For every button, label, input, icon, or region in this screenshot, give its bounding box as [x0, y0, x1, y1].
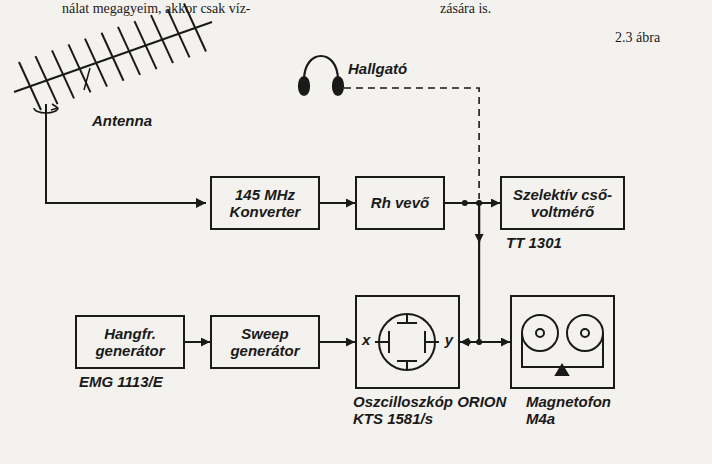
- tape-head: [556, 365, 568, 375]
- antenna-element: [135, 21, 157, 69]
- device-label: TT 1301: [506, 234, 606, 251]
- antenna-element: [151, 15, 173, 63]
- voltmeter-box: Szelektív cső- voltmérőTT 1301: [500, 176, 625, 230]
- input-label: y: [445, 331, 453, 348]
- box-text: Rh vevő: [371, 194, 429, 211]
- antenna-boom: [14, 22, 212, 92]
- headphone-label: Hallgató: [348, 60, 407, 77]
- device-label: EMG 1113/E: [79, 373, 199, 390]
- box-text: Szelektív cső- voltmérő: [508, 186, 617, 221]
- antenna-element: [52, 50, 74, 98]
- signal-line: [320, 341, 355, 343]
- device-label: Magnetofon M4a: [526, 393, 626, 428]
- tape-reels: [512, 297, 613, 387]
- box-text: 145 MHz Konverter: [218, 186, 312, 221]
- plate-lead: [375, 341, 389, 343]
- sweep-box: Sweep generátor: [210, 315, 320, 369]
- device-label: Oszcilloszkóp ORION KTS 1581/s: [353, 393, 513, 428]
- tape-path: [522, 333, 603, 367]
- box-content: 145 MHz Konverter: [212, 178, 318, 228]
- page-text: nálat megagyeim, akkor csak víz-: [62, 1, 251, 17]
- rotation-arrowhead: [51, 104, 58, 110]
- yagi-antenna: [14, 4, 212, 111]
- headphone-band: [304, 56, 338, 80]
- page-text: zására is.: [440, 1, 491, 17]
- headphone-ear: [299, 77, 309, 95]
- antenna-mast: [45, 104, 47, 124]
- oscilloscope-box: xyOszcilloszkóp ORION KTS 1581/s: [355, 295, 460, 389]
- antenna-element: [19, 62, 41, 110]
- antenna-label: Antenna: [92, 112, 152, 129]
- headphone-ear: [333, 77, 343, 95]
- box-text: Sweep generátor: [218, 325, 312, 360]
- signal-line: [320, 202, 355, 204]
- antenna-element: [118, 27, 140, 75]
- generator-box: Hangfr. generátorEMG 1113/E: [75, 315, 185, 369]
- antenna-element: [168, 9, 190, 57]
- signal-line: [185, 341, 210, 343]
- box-content: Szelektív cső- voltmérő: [502, 178, 623, 228]
- junction-dot: [476, 200, 482, 206]
- antenna-element: [36, 56, 58, 104]
- box-text: Hangfr. generátor: [83, 325, 177, 360]
- reel-hub: [581, 329, 589, 337]
- antenna-element: [69, 44, 91, 92]
- figure-number: 2.3 ábra: [615, 30, 660, 46]
- junction-dot: [465, 339, 471, 345]
- box-content: Sweep generátor: [212, 317, 318, 367]
- box-content: [512, 297, 613, 387]
- plate-lead: [425, 341, 439, 343]
- junction-dot: [476, 339, 482, 345]
- antenna-element: [102, 33, 124, 81]
- plate-lead: [406, 314, 408, 323]
- receiver-box: Rh vevő: [355, 176, 445, 230]
- box-content: Rh vevő: [357, 178, 443, 228]
- rotation-mark: [84, 68, 90, 90]
- box-content: Hangfr. generátor: [77, 317, 183, 367]
- tape-reel: [567, 315, 603, 351]
- feed-arrowhead: [196, 198, 206, 208]
- headphones: [299, 56, 343, 95]
- feed-line: [46, 124, 206, 203]
- plate-lead: [406, 361, 408, 370]
- reel-hub: [536, 329, 544, 337]
- junction-dot: [462, 200, 468, 206]
- tape-reel: [522, 315, 558, 351]
- down-arrow: [478, 207, 480, 243]
- tape-recorder-box: Magnetofon M4a: [510, 295, 615, 389]
- box-content: [357, 297, 458, 387]
- crt-symbol: [357, 297, 458, 387]
- converter-box: 145 MHz Konverter: [210, 176, 320, 230]
- antenna-element: [85, 39, 107, 87]
- input-label: x: [362, 331, 370, 348]
